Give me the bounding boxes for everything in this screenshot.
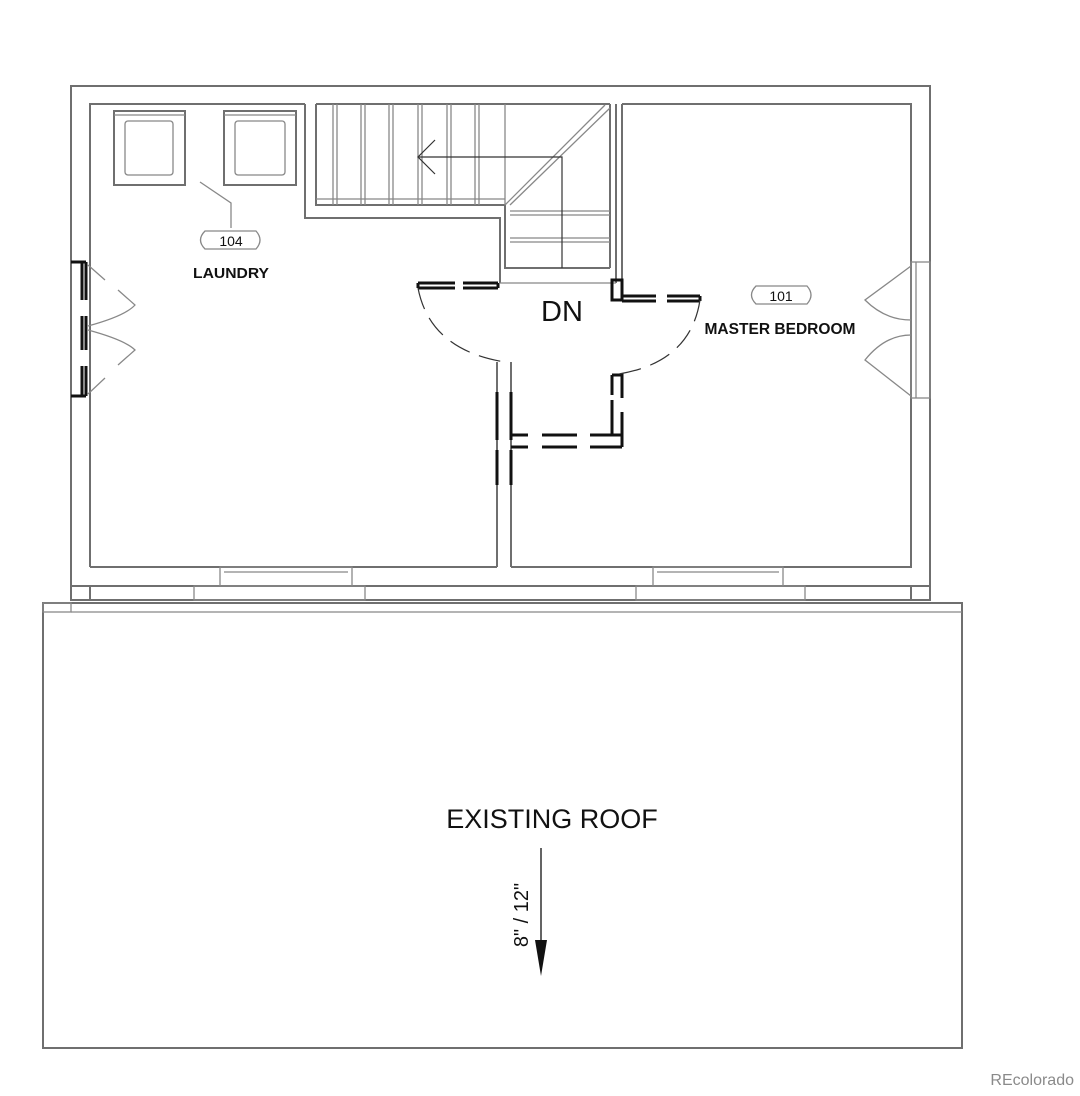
existing-roof: EXISTING ROOF 8" / 12" <box>42 602 963 1049</box>
dryer <box>223 110 297 186</box>
roof-pitch: 8" / 12" <box>511 883 533 947</box>
exterior-walls <box>70 85 931 601</box>
watermark: REcolorado <box>990 1072 1074 1089</box>
room-tag-104: 104 LAUNDRY <box>193 230 269 282</box>
door-bedroom-exterior <box>864 261 931 399</box>
window-laundry <box>193 566 366 601</box>
dashed-walls <box>416 278 702 485</box>
leader-line <box>199 181 232 228</box>
stair-direction-arrow <box>418 156 563 268</box>
room-name: MASTER BEDROOM <box>705 321 856 338</box>
washer <box>113 110 186 186</box>
door-laundry-exterior <box>71 260 136 398</box>
room-name: LAUNDRY <box>193 265 269 282</box>
stair-label: DN <box>541 296 583 328</box>
room-number: 101 <box>769 288 793 304</box>
room-number: 104 <box>219 233 243 249</box>
room-tag-101: 101 MASTER BEDROOM <box>705 285 856 338</box>
roof-label: EXISTING ROOF <box>446 804 658 834</box>
door-swing-stairs <box>417 287 701 376</box>
window-bedroom <box>635 566 806 601</box>
interior-walls <box>496 362 512 567</box>
stairs <box>304 103 623 284</box>
